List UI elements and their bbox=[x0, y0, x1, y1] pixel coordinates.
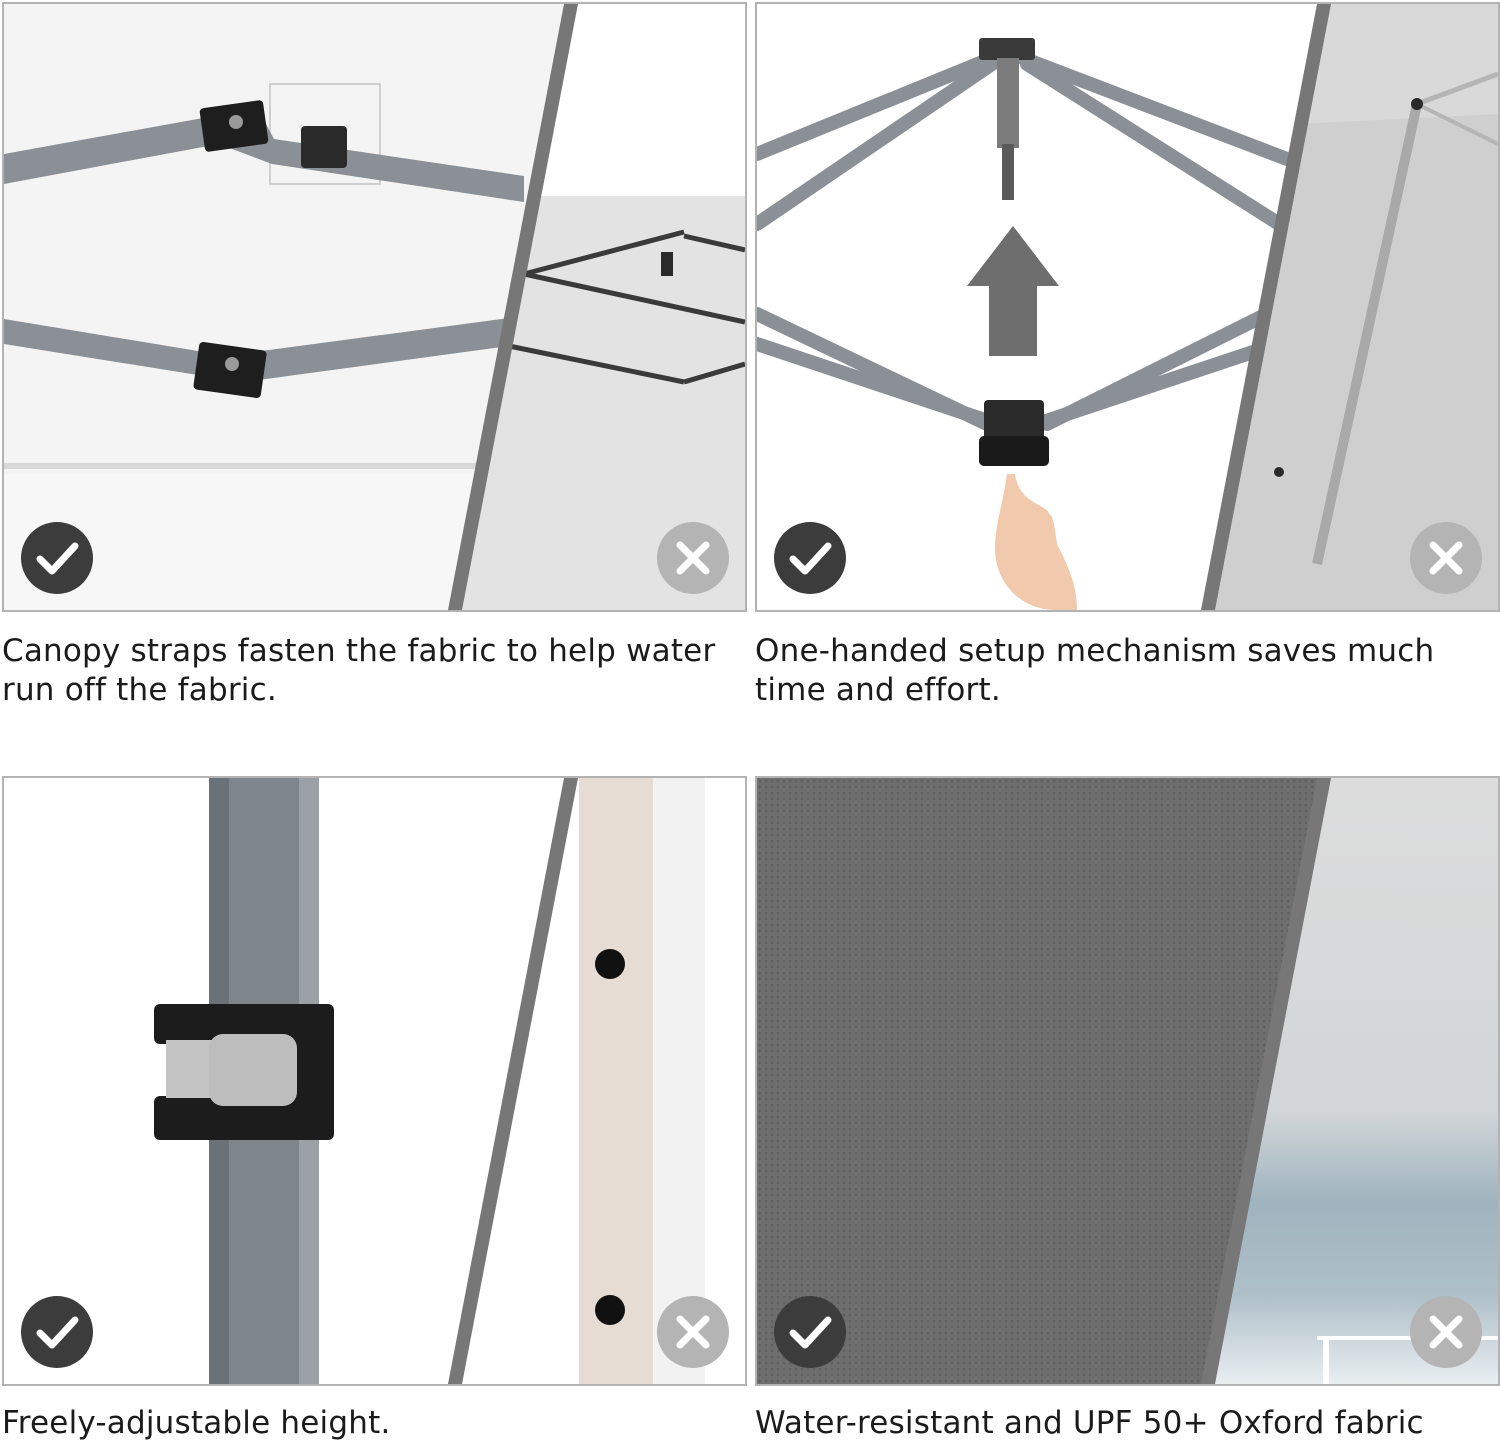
checkmark-icon bbox=[21, 1296, 93, 1368]
caption-line: time and effort. bbox=[755, 672, 1001, 708]
comparison-image-oxford-fabric bbox=[755, 776, 1500, 1386]
checkmark-icon bbox=[774, 522, 846, 594]
comparison-image-adjustable-height bbox=[2, 776, 747, 1386]
caption-canopy-straps: Canopy straps fasten the fabric to help … bbox=[2, 632, 715, 710]
caption-line: One-handed setup mechanism saves much bbox=[755, 633, 1435, 669]
caption-line: run off the fabric. bbox=[2, 672, 277, 708]
checkmark-icon bbox=[21, 522, 93, 594]
caption-line: Canopy straps fasten the fabric to help … bbox=[2, 633, 716, 669]
x-mark-icon bbox=[1410, 1296, 1482, 1368]
comparison-image-one-handed-setup bbox=[755, 2, 1500, 612]
height-adjuster-illustration bbox=[4, 778, 745, 1384]
x-mark-icon bbox=[657, 522, 729, 594]
x-mark-icon bbox=[1410, 522, 1482, 594]
comparison-card-canopy-straps: Canopy straps fasten the fabric to help … bbox=[2, 2, 747, 708]
canopy-straps-illustration bbox=[4, 4, 745, 610]
setup-mechanism-illustration bbox=[757, 4, 1498, 610]
fabric-texture-illustration bbox=[757, 778, 1498, 1384]
comparison-card-one-handed-setup: One-handed setup mechanism saves much ti… bbox=[755, 2, 1500, 708]
comparison-card-oxford-fabric: Water-resistant and UPF 50+ Oxford fabri… bbox=[755, 776, 1500, 1441]
comparison-card-adjustable-height: Freely-adjustable height. bbox=[2, 776, 747, 1441]
x-mark-icon bbox=[657, 1296, 729, 1368]
caption-line: Water-resistant and UPF 50+ Oxford fabri… bbox=[755, 1405, 1424, 1441]
caption-oxford-fabric: Water-resistant and UPF 50+ Oxford fabri… bbox=[755, 1404, 1424, 1443]
checkmark-icon bbox=[774, 1296, 846, 1368]
caption-adjustable-height: Freely-adjustable height. bbox=[2, 1404, 391, 1443]
caption-one-handed-setup: One-handed setup mechanism saves much ti… bbox=[755, 632, 1434, 710]
comparison-image-canopy-straps bbox=[2, 2, 747, 612]
caption-line: Freely-adjustable height. bbox=[2, 1405, 391, 1441]
